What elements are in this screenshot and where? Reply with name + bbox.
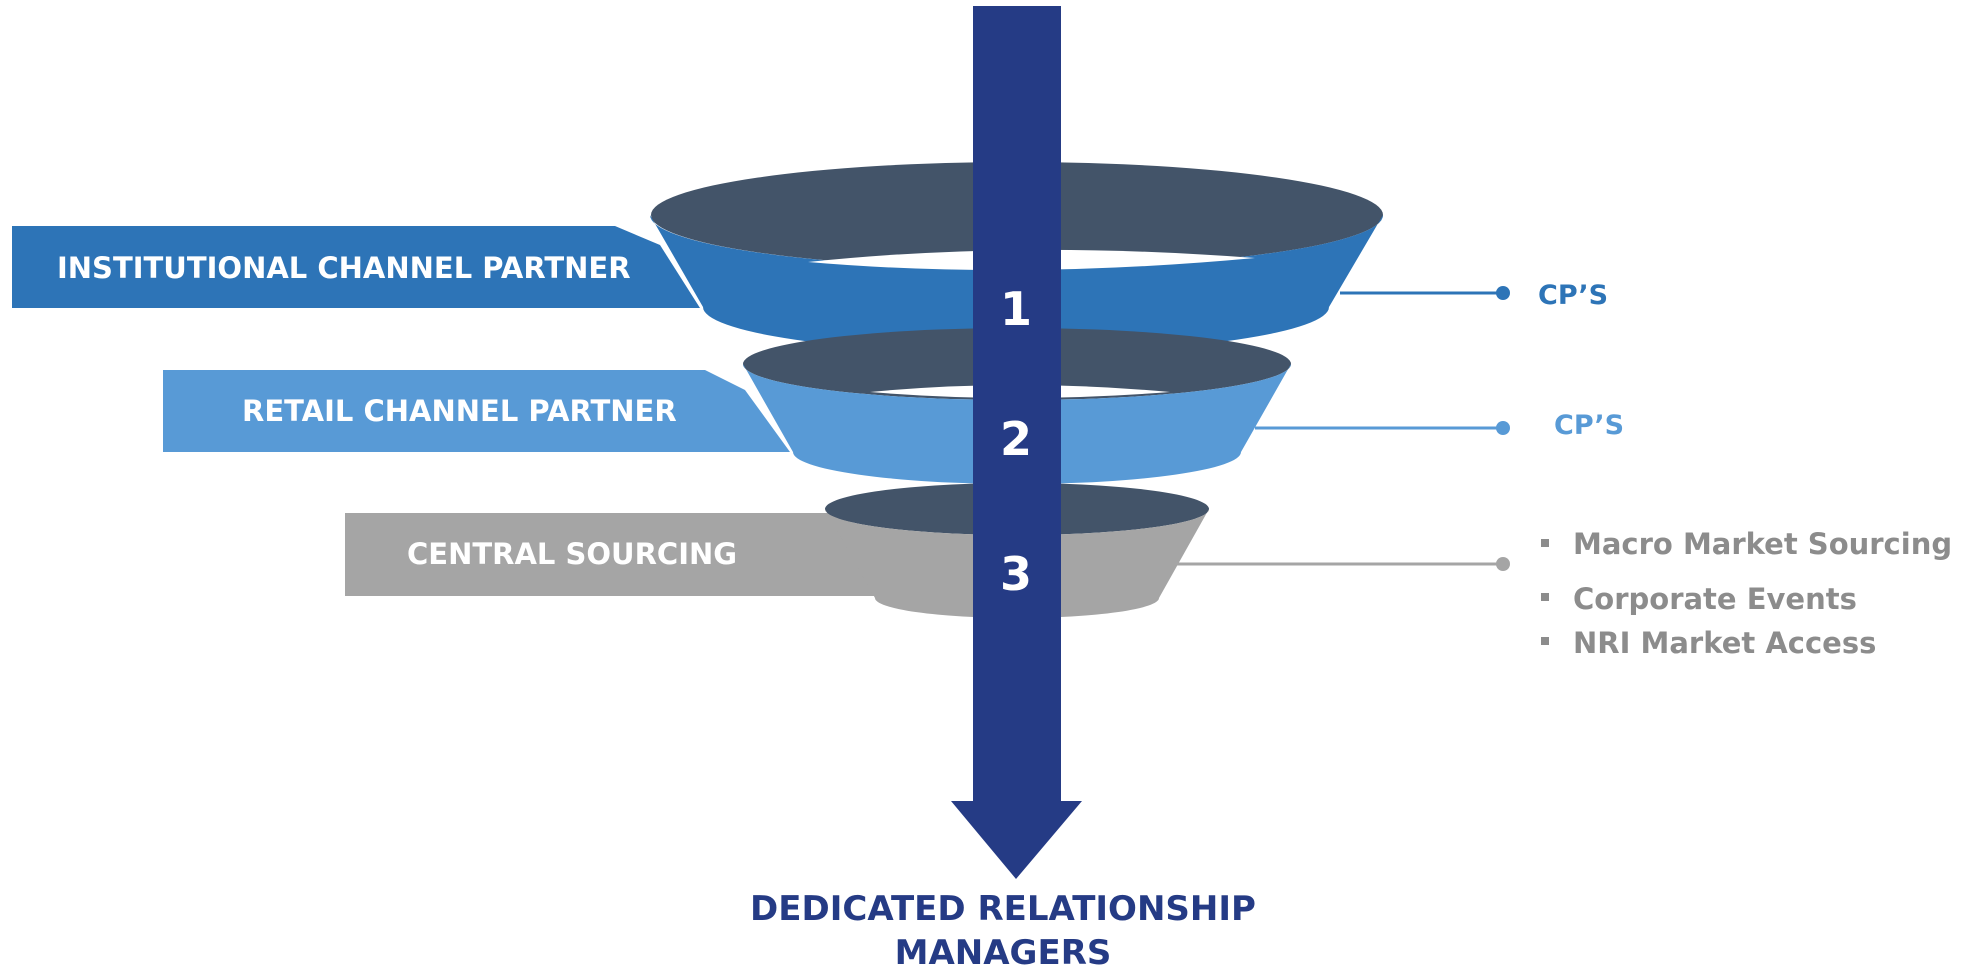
- tier-1: INSTITUTIONAL CHANNEL PARTNER CP’S: [12, 162, 1608, 354]
- bottom-caption-line-2: MANAGERS: [895, 933, 1112, 972]
- tier-2-number: 2: [1000, 412, 1032, 466]
- tier-1-number: 1: [1000, 282, 1032, 336]
- tier-2-side-label: CP’S: [1554, 410, 1624, 441]
- tier-1-side-label: CP’S: [1538, 280, 1608, 311]
- tier-2-label-band: [163, 370, 790, 452]
- tier-1-connector-dot: [1496, 286, 1510, 300]
- down-arrow: [951, 6, 1082, 879]
- tier-2: RETAIL CHANNEL PARTNER CP’S: [163, 328, 1624, 484]
- tier-3: CENTRAL SOURCING Macro Market Sourcing C…: [345, 483, 1952, 660]
- tier-3-label: CENTRAL SOURCING: [407, 537, 737, 571]
- bullet-item: NRI Market Access: [1573, 626, 1876, 660]
- bottom-caption: DEDICATED RELATIONSHIP MANAGERS: [750, 889, 1256, 972]
- bullet-marker: [1541, 637, 1549, 645]
- tier-3-connector-dot: [1496, 557, 1510, 571]
- arrow-shaft: [973, 6, 1061, 803]
- tier-3-number: 3: [1000, 547, 1032, 601]
- arrow-head: [951, 801, 1082, 879]
- tier-2-connector-dot: [1496, 421, 1510, 435]
- tier-2-label: RETAIL CHANNEL PARTNER: [242, 394, 677, 428]
- tier-3-label-band: [345, 513, 880, 596]
- bullet-marker: [1541, 539, 1549, 547]
- bullet-marker: [1541, 593, 1549, 601]
- bullet-item: Macro Market Sourcing: [1573, 527, 1952, 561]
- tier-1-label-band: [12, 226, 700, 308]
- bullet-item: Corporate Events: [1573, 582, 1857, 616]
- bottom-caption-line-1: DEDICATED RELATIONSHIP: [750, 889, 1256, 929]
- tier-3-bullet-list: Macro Market Sourcing Corporate Events N…: [1541, 527, 1952, 660]
- tier-1-label: INSTITUTIONAL CHANNEL PARTNER: [57, 251, 631, 285]
